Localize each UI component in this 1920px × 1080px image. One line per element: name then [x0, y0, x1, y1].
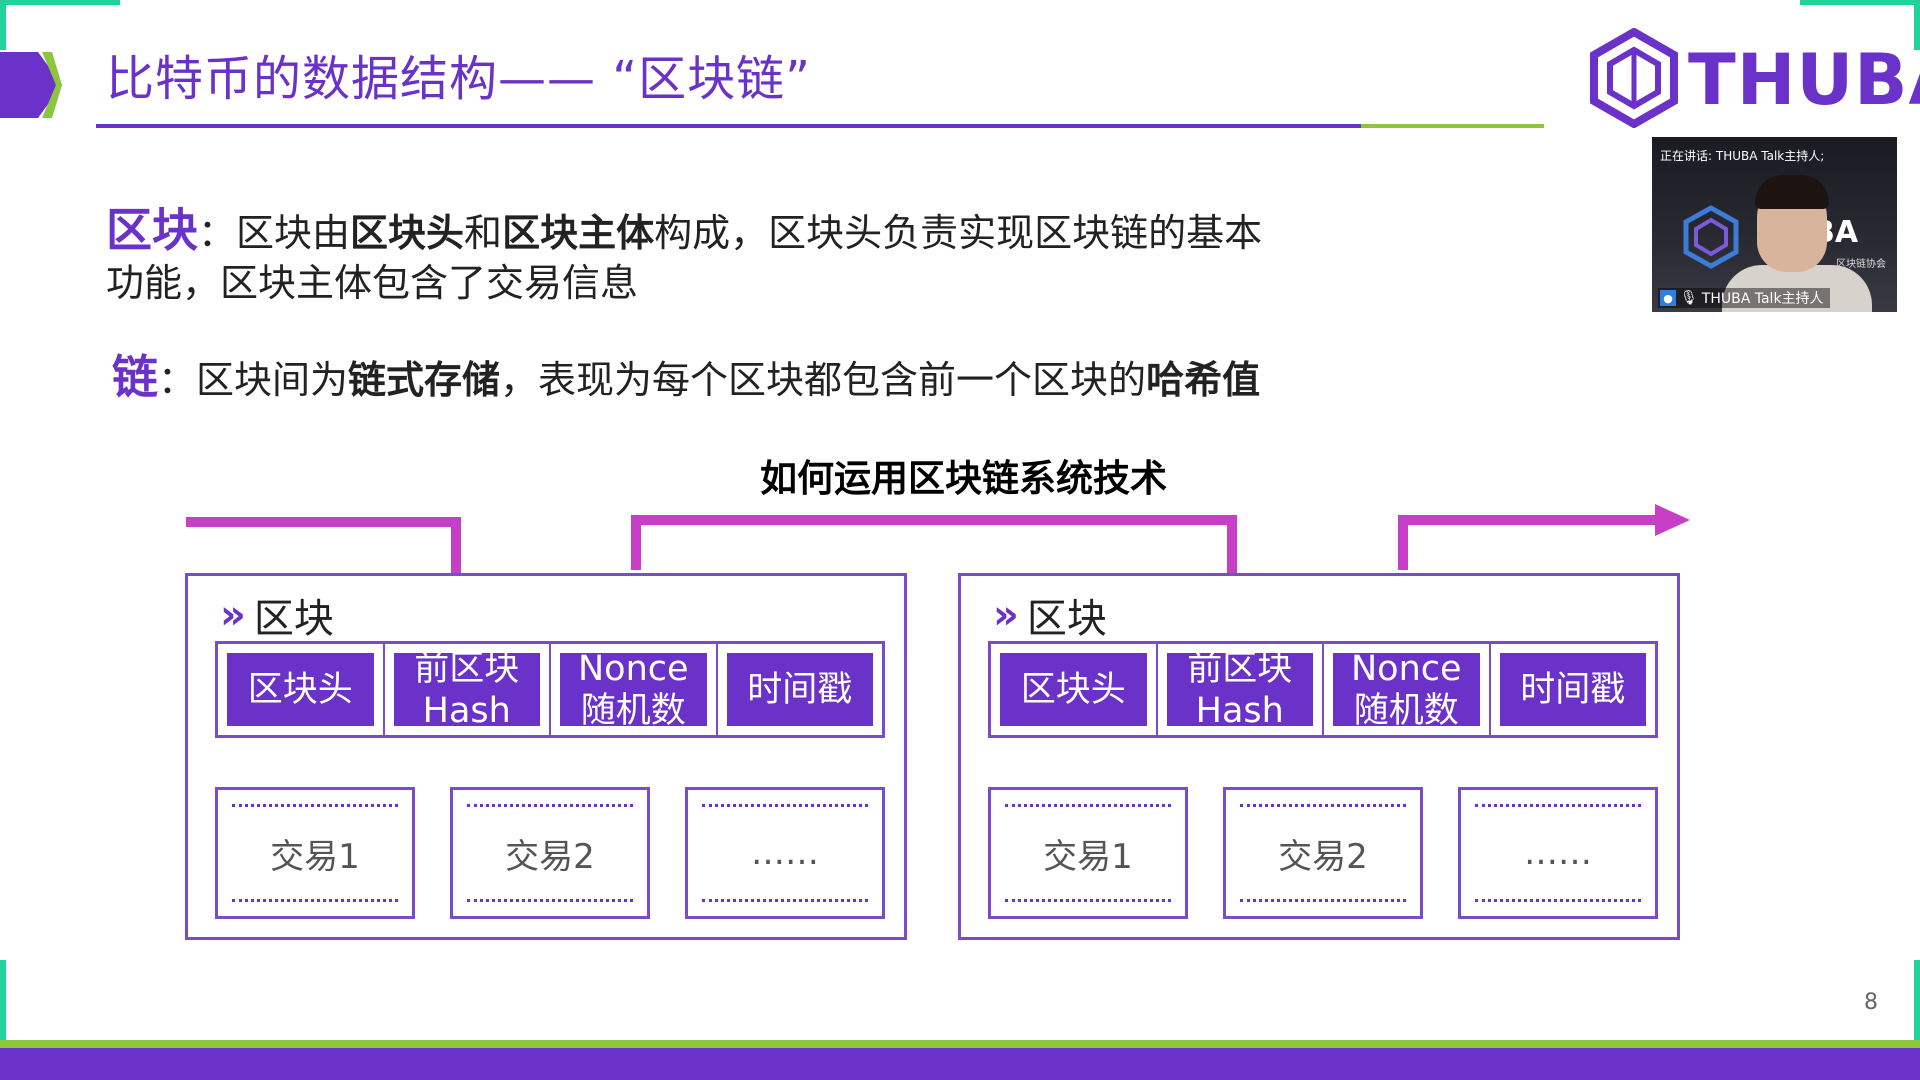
double-chevron-icon: »	[993, 592, 1019, 638]
title-underline	[96, 124, 1361, 128]
block-definition-paragraph: 区块：区块由区块头和区块主体构成，区块头负责实现区块链的基本 功能，区块主体包含…	[106, 203, 1263, 305]
transaction-box: 交易2	[1223, 787, 1423, 919]
footer-stripe-purple	[0, 1048, 1920, 1080]
keyword-block: 区块	[106, 203, 198, 257]
mic-icon: 🎙	[1680, 290, 1698, 306]
corner-bracket	[0, 960, 6, 1080]
corner-bracket	[1914, 960, 1920, 1080]
block-title: 区块	[253, 596, 334, 642]
thuba-hexagon-logo-icon	[1683, 205, 1739, 269]
participant-name: THUBA Talk主持人	[1701, 291, 1824, 307]
block-header-row: 区块头 前区块 Hash Nonce 随机数 时间戳	[215, 641, 885, 738]
header-cell: Nonce 随机数	[1333, 649, 1480, 731]
slide-title: 比特币的数据结构—— “区块链”	[106, 51, 811, 107]
transaction-row: 交易1 交易2 ……	[215, 787, 885, 919]
header-cell: 前区块 Hash	[1166, 649, 1313, 731]
background-sub-text: 区块链协会	[1836, 259, 1886, 270]
transaction-box: ……	[685, 787, 885, 919]
user-icon: ●	[1660, 290, 1676, 306]
page-number: 8	[1864, 990, 1878, 1015]
logo-wordmark: THUBA	[1688, 39, 1920, 121]
chain-definition-paragraph: 链：区块间为链式存储，表现为每个区块都包含前一个区块的哈希值	[112, 350, 1261, 404]
corner-bracket	[1914, 0, 1920, 50]
header-cell: 前区块 Hash	[393, 649, 540, 731]
corner-bracket	[0, 0, 6, 50]
block-title: 区块	[1026, 596, 1107, 642]
transaction-box: 交易1	[215, 787, 415, 919]
header-cell: 时间戳	[726, 653, 873, 726]
presenter-hair	[1755, 175, 1829, 209]
header-cell: 区块头	[1000, 653, 1147, 726]
header-cell: Nonce 随机数	[560, 649, 707, 731]
arrow-out-block2	[1398, 515, 1660, 570]
keyword-chain: 链	[112, 350, 158, 404]
thuba-hexagon-logo-icon	[1590, 28, 1678, 128]
transaction-box: ……	[1458, 787, 1658, 919]
double-chevron-icon: »	[220, 592, 246, 638]
arrow-into-block1	[186, 517, 461, 592]
block-card-2: » 区块 区块头 前区块 Hash Nonce 随机数 时间戳 交易1 交易2 …	[958, 573, 1680, 940]
arrow-block1-to-block2	[631, 515, 1237, 592]
speaking-indicator: 正在讲话: THUBA Talk主持人;	[1660, 149, 1825, 163]
header-cell: 区块头	[227, 653, 374, 726]
transaction-row: 交易1 交易2 ……	[988, 787, 1658, 919]
transaction-box: 交易2	[450, 787, 650, 919]
transaction-box: 交易1	[988, 787, 1188, 919]
block-header-row: 区块头 前区块 Hash Nonce 随机数 时间戳	[988, 641, 1658, 738]
presenter-body	[1722, 265, 1872, 312]
overlay-caption: 如何运用区块链系统技术	[760, 457, 1167, 500]
block-card-1: » 区块 区块头 前区块 Hash Nonce 随机数 时间戳 交易1 交易2 …	[185, 573, 907, 940]
webcam-video-tile[interactable]: 正在讲话: THUBA Talk主持人; BA 区块链协会 ● 🎙 THUBA …	[1652, 137, 1897, 312]
corner-bracket	[1800, 0, 1920, 5]
corner-bracket	[0, 0, 120, 5]
header-cell: 时间戳	[1499, 653, 1646, 726]
footer-stripe-green	[0, 1040, 1920, 1048]
title-underline-accent	[1361, 124, 1544, 128]
participant-label: ● 🎙 THUBA Talk主持人	[1658, 288, 1830, 308]
title-tab-icon	[0, 52, 62, 118]
